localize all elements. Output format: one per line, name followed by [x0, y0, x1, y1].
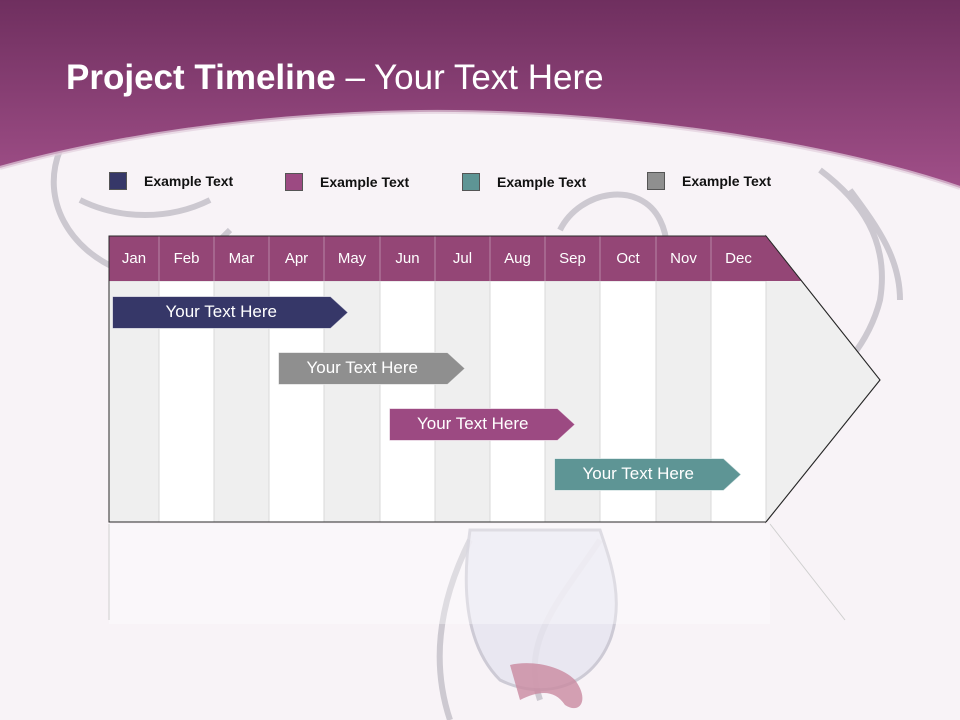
- legend-swatch-purple: [285, 173, 303, 191]
- task-bar-3[interactable]: Your Text Here: [388, 408, 575, 441]
- task-bar-fill: [277, 352, 465, 385]
- legend-item-2: Example Text: [285, 172, 409, 192]
- month-label-aug: Aug: [504, 250, 531, 267]
- legend-item-4: Example Text: [647, 171, 771, 191]
- month-label-oct: Oct: [616, 250, 640, 267]
- task-bar-2[interactable]: Your Text Here: [277, 352, 465, 385]
- legend-label-3: Example Text: [497, 174, 587, 190]
- title-bold: Project Timeline: [66, 58, 336, 97]
- task-bar-label: Your Text Here: [416, 414, 529, 433]
- month-label-nov: Nov: [670, 250, 697, 267]
- month-label-sep: Sep: [559, 250, 586, 267]
- task-bar-fill: [388, 408, 575, 441]
- task-bar-arrow-shape: [277, 352, 465, 385]
- legend-swatch-gray: [647, 172, 665, 190]
- legend-label-1: Example Text: [144, 173, 234, 189]
- task-bar-4[interactable]: Your Text Here: [553, 458, 741, 491]
- month-label-jul: Jul: [452, 250, 473, 267]
- month-label-dec: Dec: [725, 250, 752, 267]
- legend-label-2: Example Text: [320, 174, 410, 190]
- month-label-apr: Apr: [284, 250, 309, 267]
- task-bar-label: Your Text Here: [582, 464, 694, 483]
- task-bar-1[interactable]: Your Text Here: [112, 296, 349, 329]
- legend-item-1: Example Text: [109, 171, 233, 191]
- task-bar-label: Your Text Here: [306, 358, 418, 377]
- legend-label-4: Example Text: [682, 173, 772, 189]
- legend-item-3: Example Text: [462, 172, 586, 192]
- month-label-mar: Mar: [228, 250, 255, 267]
- task-bar-label: Your Text Here: [165, 302, 277, 321]
- month-label-jun: Jun: [395, 250, 420, 267]
- slide-title: Project Timeline – Your Text Here: [66, 58, 604, 98]
- legend-swatch-teal: [462, 173, 480, 191]
- task-bar-fill: [553, 458, 741, 491]
- task-bar-fill: [112, 296, 349, 329]
- task-bar-arrow-shape: [553, 458, 741, 491]
- legend-swatch-navy: [109, 172, 127, 190]
- month-label-may: May: [337, 250, 367, 267]
- month-label-jan: Jan: [121, 250, 147, 267]
- title-subtitle: – Your Text Here: [335, 58, 604, 97]
- task-bar-arrow-shape: [112, 296, 349, 329]
- month-label-feb: Feb: [173, 250, 200, 267]
- task-bar-arrow-shape: [388, 408, 575, 441]
